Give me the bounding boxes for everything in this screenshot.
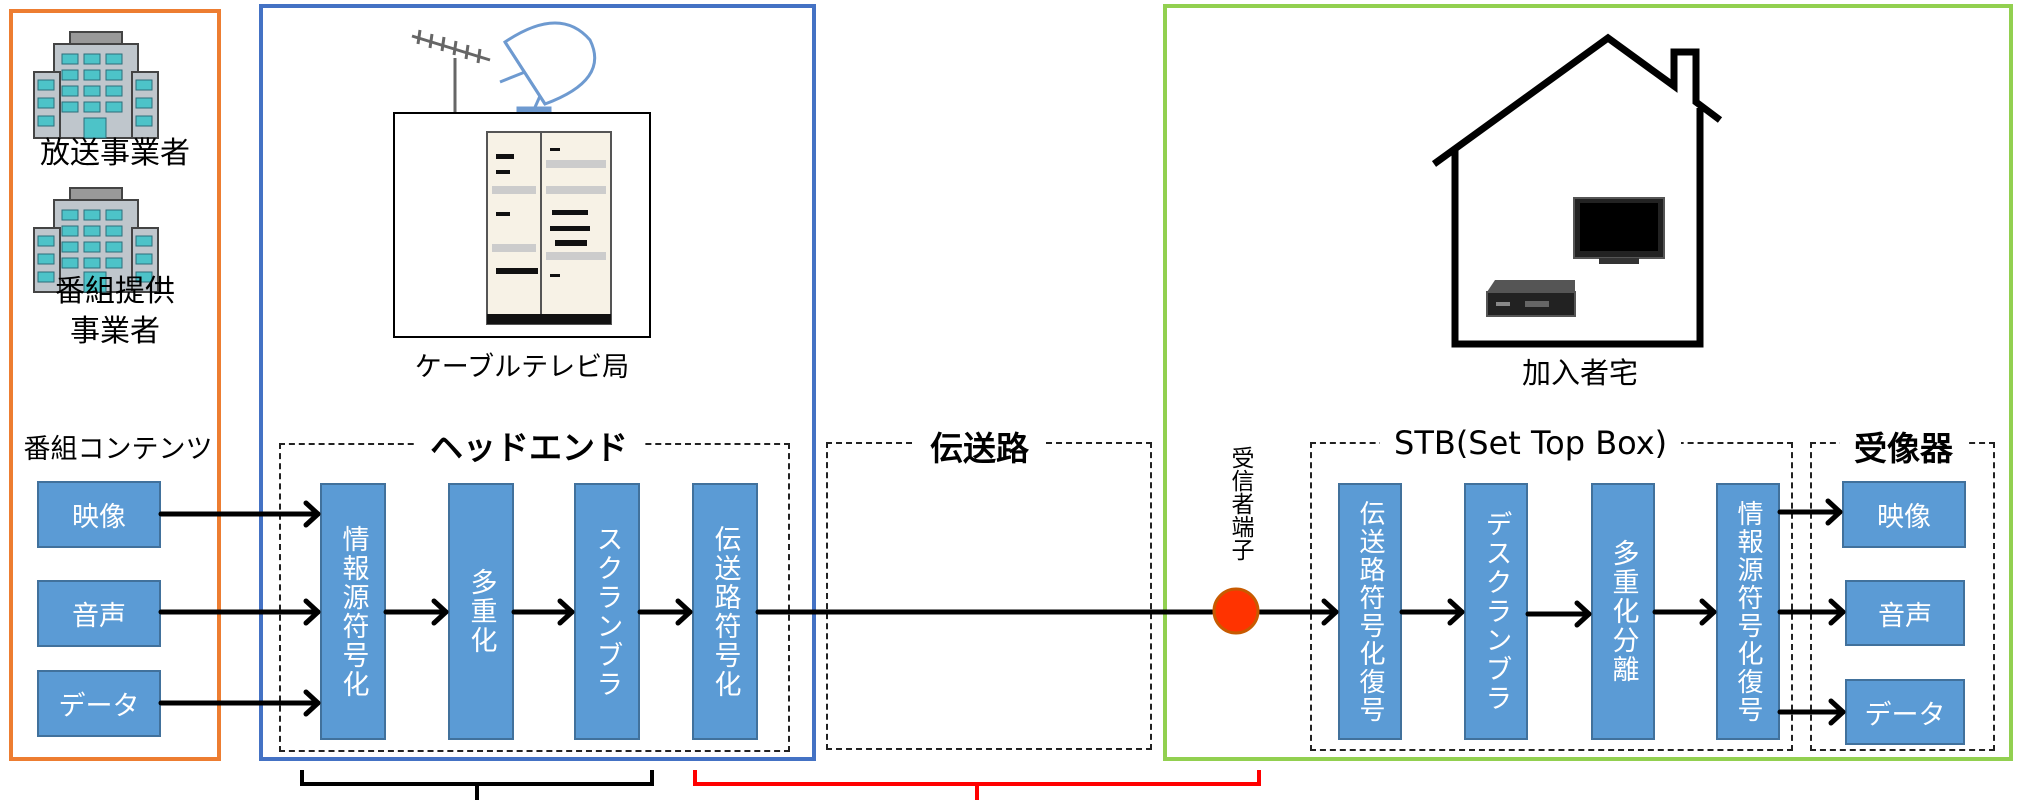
headend-block-multiplexing: 多重化 <box>448 483 514 740</box>
stb-block-source-decoding: 情報源符号化復号 <box>1716 483 1780 740</box>
cable-station-label: ケーブルテレビ局 <box>414 352 630 383</box>
headend-block-scrambler: スクランブラ <box>574 483 640 740</box>
headend-block-source-coding: 情報源符号化 <box>320 483 386 740</box>
headend-block-channel-coding: 伝送路符号化 <box>692 483 758 740</box>
headend-brace <box>300 770 654 800</box>
subscriber-home-label: 加入者宅 <box>1521 356 1638 390</box>
cable-station-frame <box>259 4 816 761</box>
subscriber-frame <box>1163 4 2013 761</box>
broadcaster-label: 放送事業者 <box>40 136 190 171</box>
headend-title: ヘッドエンド <box>416 421 642 469</box>
transmission-title: 伝送路 <box>916 422 1043 470</box>
headend-building-box <box>393 112 651 338</box>
receiver-video: 映像 <box>1842 481 1966 548</box>
terminal-label: 受信者端子 <box>1227 446 1253 561</box>
broadcaster-frame <box>9 9 221 761</box>
stb-block-channel-decoding: 伝送路符号化復号 <box>1338 483 1402 740</box>
content-video: 映像 <box>37 481 161 548</box>
receiver-data: データ <box>1845 679 1965 745</box>
stb-title: STB(Set Top Box) <box>1380 424 1682 462</box>
content-audio: 音声 <box>37 580 161 647</box>
stb-block-descrambler: デスクランブラ <box>1464 483 1528 740</box>
provider-label: 番組提供 事業者 <box>55 274 175 349</box>
transmission-box <box>826 442 1152 750</box>
receiver-audio: 音声 <box>1845 580 1965 646</box>
contents-title: 番組コンテンツ <box>23 434 213 465</box>
receiver-title: 受像器 <box>1840 422 1967 470</box>
transmission-brace <box>693 770 1261 800</box>
stb-block-demultiplexing: 多重化分離 <box>1591 483 1655 740</box>
content-data: データ <box>37 670 161 737</box>
